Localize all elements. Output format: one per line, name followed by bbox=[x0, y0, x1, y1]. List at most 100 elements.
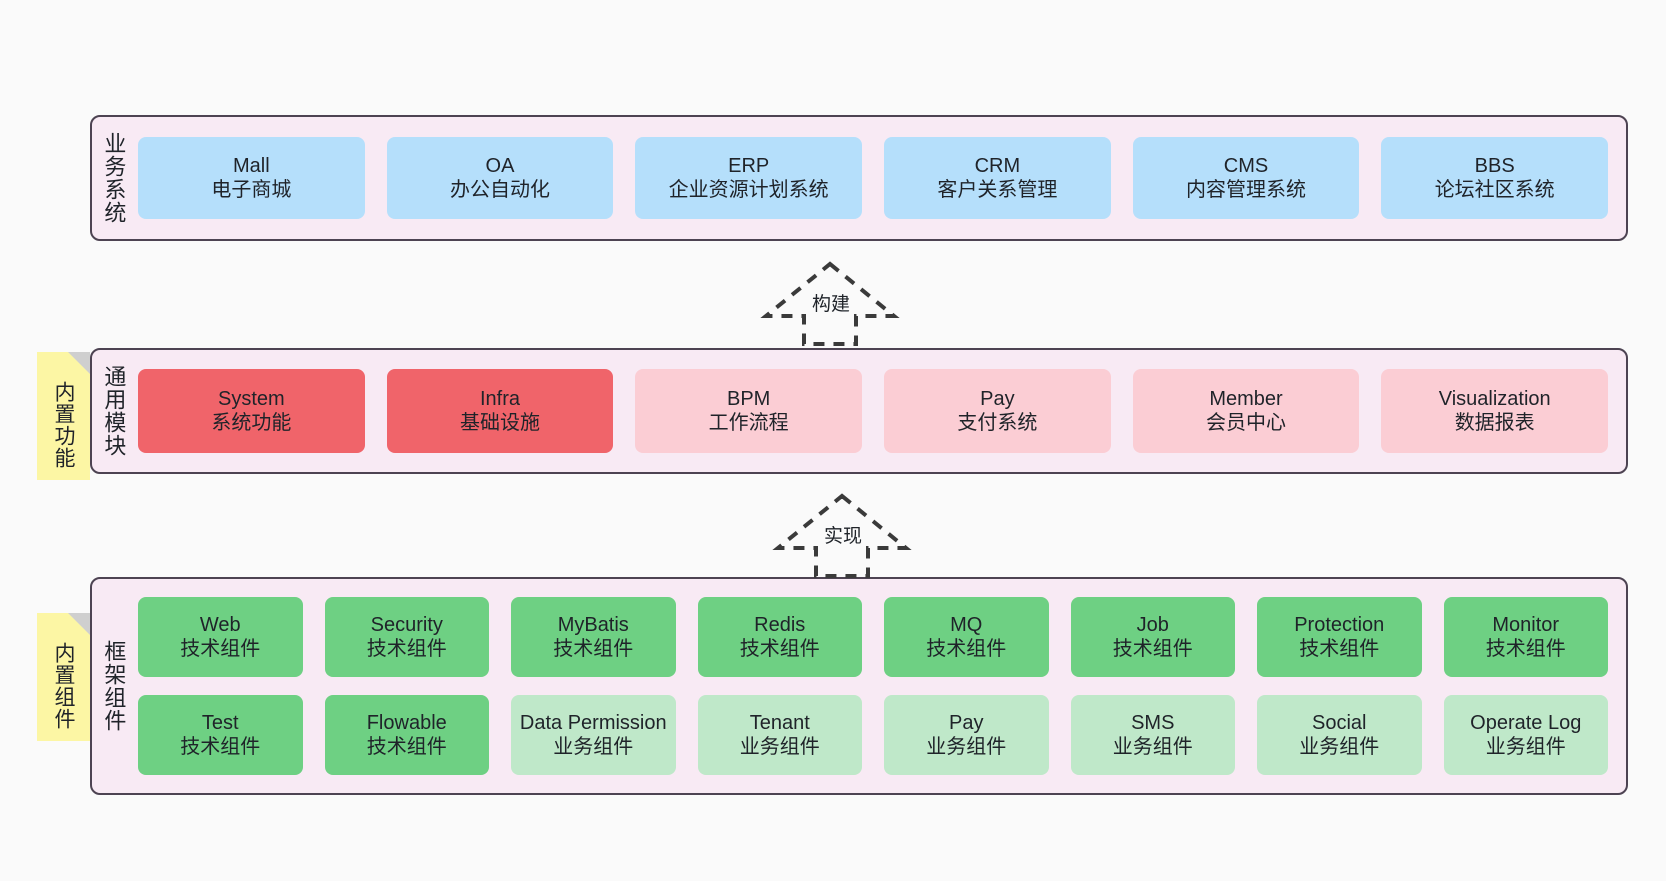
card-title: Flowable bbox=[366, 711, 447, 734]
note-fold-icon bbox=[68, 352, 90, 374]
layer-title-framework-component: 框架组件 bbox=[101, 640, 127, 732]
layer-common-module: 通用模块 System 系统功能 Infra 基础设施 BPM 工作流程 Pay… bbox=[90, 348, 1628, 474]
card-subtitle: 基础设施 bbox=[460, 412, 540, 434]
card-oa[interactable]: OA 办公自动化 bbox=[386, 137, 614, 219]
card-cms[interactable]: CMS 内容管理系统 bbox=[1132, 137, 1360, 219]
card-title: Social bbox=[1312, 711, 1367, 734]
card-title: SMS bbox=[1131, 711, 1175, 734]
card-subtitle: 支付系统 bbox=[957, 412, 1038, 434]
card-subtitle: 技术组件 bbox=[180, 736, 261, 758]
card-title: Pay bbox=[980, 387, 1015, 410]
sticky-note-builtin-function: 内置功能 bbox=[37, 352, 90, 480]
generalization-arrow-implement bbox=[772, 490, 912, 580]
card-subtitle: 办公自动化 bbox=[450, 179, 550, 201]
card-title: Security bbox=[370, 613, 443, 636]
card-title: Member bbox=[1209, 387, 1283, 410]
card-title: MyBatis bbox=[557, 613, 629, 636]
card-job[interactable]: Job 技术组件 bbox=[1070, 597, 1235, 677]
layer-business-system: 业务系统 Mall 电子商城 OA 办公自动化 ERP 企业资源计划系统 CRM… bbox=[90, 115, 1628, 241]
card-bbs[interactable]: BBS 论坛社区系统 bbox=[1381, 137, 1609, 219]
card-title: Visualization bbox=[1438, 387, 1551, 410]
card-test[interactable]: Test 技术组件 bbox=[138, 695, 303, 775]
card-flowable[interactable]: Flowable 技术组件 bbox=[324, 695, 489, 775]
card-row: Web 技术组件 Security 技术组件 MyBatis 技术组件 Redi… bbox=[138, 597, 1608, 677]
layer-cards-business-system: Mall 电子商城 OA 办公自动化 ERP 企业资源计划系统 CRM 客户关系… bbox=[134, 117, 1626, 239]
layer-cards-framework-component: Web 技术组件 Security 技术组件 MyBatis 技术组件 Redi… bbox=[134, 579, 1626, 793]
card-monitor[interactable]: Monitor 技术组件 bbox=[1443, 597, 1608, 677]
card-data-permission[interactable]: Data Permission 业务组件 bbox=[511, 695, 676, 775]
card-mybatis[interactable]: MyBatis 技术组件 bbox=[511, 597, 676, 677]
card-subtitle: 技术组件 bbox=[926, 638, 1007, 660]
card-subtitle: 业务组件 bbox=[1485, 736, 1566, 758]
sticky-note-label: 内置功能 bbox=[52, 381, 76, 469]
card-title: ERP bbox=[728, 154, 770, 177]
card-tenant[interactable]: Tenant 业务组件 bbox=[697, 695, 862, 775]
card-infra[interactable]: Infra 基础设施 bbox=[386, 369, 614, 453]
card-title: Web bbox=[199, 613, 241, 636]
card-title: Redis bbox=[754, 613, 806, 636]
card-title: Job bbox=[1136, 613, 1169, 636]
card-bpm[interactable]: BPM 工作流程 bbox=[635, 369, 863, 453]
card-row: System 系统功能 Infra 基础设施 BPM 工作流程 Pay 支付系统… bbox=[138, 369, 1609, 453]
card-mall[interactable]: Mall 电子商城 bbox=[138, 137, 365, 219]
card-title: Tenant bbox=[749, 711, 810, 734]
card-subtitle: 内容管理系统 bbox=[1186, 179, 1307, 201]
sticky-note-label: 内置组件 bbox=[52, 642, 76, 730]
card-mq[interactable]: MQ 技术组件 bbox=[884, 597, 1049, 677]
card-subtitle: 业务组件 bbox=[926, 736, 1007, 758]
card-subtitle: 技术组件 bbox=[739, 638, 820, 660]
connector-label-build: 构建 bbox=[812, 294, 851, 315]
card-subtitle: 工作流程 bbox=[708, 412, 789, 434]
card-pay[interactable]: Pay 支付系统 bbox=[884, 369, 1111, 453]
card-title: OA bbox=[485, 154, 515, 177]
card-operate-log[interactable]: Operate Log 业务组件 bbox=[1443, 695, 1608, 775]
card-title: Mall bbox=[233, 154, 270, 177]
card-title: Test bbox=[201, 711, 239, 734]
card-visualization[interactable]: Visualization 数据报表 bbox=[1381, 369, 1609, 453]
card-subtitle: 技术组件 bbox=[366, 638, 447, 660]
generalization-arrow-build-icon bbox=[760, 261, 900, 346]
layer-cards-common-module: System 系统功能 Infra 基础设施 BPM 工作流程 Pay 支付系统… bbox=[134, 350, 1626, 472]
card-subtitle: 业务组件 bbox=[553, 736, 634, 758]
card-web[interactable]: Web 技术组件 bbox=[138, 597, 303, 677]
card-subtitle: 客户关系管理 bbox=[937, 179, 1058, 201]
card-subtitle: 电子商城 bbox=[211, 179, 292, 201]
card-title: MQ bbox=[950, 613, 983, 636]
card-subtitle: 业务组件 bbox=[1299, 736, 1380, 758]
card-title: Pay bbox=[949, 711, 984, 734]
card-subtitle: 会员中心 bbox=[1206, 412, 1287, 434]
card-subtitle: 技术组件 bbox=[1485, 638, 1566, 660]
card-pay-business[interactable]: Pay 业务组件 bbox=[884, 695, 1049, 775]
layer-title-business-system: 业务系统 bbox=[101, 132, 127, 224]
card-protection[interactable]: Protection 技术组件 bbox=[1257, 597, 1422, 677]
card-subtitle: 技术组件 bbox=[553, 638, 634, 660]
card-subtitle: 技术组件 bbox=[180, 638, 261, 660]
card-redis[interactable]: Redis 技术组件 bbox=[697, 597, 862, 677]
card-title: Monitor bbox=[1492, 613, 1560, 636]
card-sms[interactable]: SMS 业务组件 bbox=[1070, 695, 1235, 775]
layer-framework-component: 框架组件 Web 技术组件 Security 技术组件 MyBatis 技术组件… bbox=[90, 577, 1628, 795]
card-erp[interactable]: ERP 企业资源计划系统 bbox=[635, 137, 863, 219]
card-row: Mall 电子商城 OA 办公自动化 ERP 企业资源计划系统 CRM 客户关系… bbox=[138, 137, 1609, 219]
card-title: Data Permission bbox=[519, 711, 667, 734]
card-title: Operate Log bbox=[1470, 711, 1582, 734]
card-title: CMS bbox=[1223, 154, 1269, 177]
note-fold-icon bbox=[68, 613, 90, 635]
card-subtitle: 业务组件 bbox=[1112, 736, 1193, 758]
card-member[interactable]: Member 会员中心 bbox=[1132, 369, 1360, 453]
card-subtitle: 业务组件 bbox=[739, 736, 820, 758]
card-crm[interactable]: CRM 客户关系管理 bbox=[884, 137, 1111, 219]
generalization-arrow-implement-icon bbox=[772, 493, 912, 578]
card-social[interactable]: Social 业务组件 bbox=[1257, 695, 1422, 775]
card-title: CRM bbox=[974, 154, 1021, 177]
card-subtitle: 数据报表 bbox=[1454, 412, 1535, 434]
card-subtitle: 技术组件 bbox=[1112, 638, 1193, 660]
card-security[interactable]: Security 技术组件 bbox=[324, 597, 489, 677]
sticky-note-builtin-component: 内置组件 bbox=[37, 613, 90, 741]
card-title: BPM bbox=[727, 387, 771, 410]
card-title: System bbox=[217, 387, 285, 410]
card-title: Infra bbox=[479, 387, 521, 410]
card-title: BBS bbox=[1474, 154, 1515, 177]
card-system[interactable]: System 系统功能 bbox=[138, 369, 365, 453]
